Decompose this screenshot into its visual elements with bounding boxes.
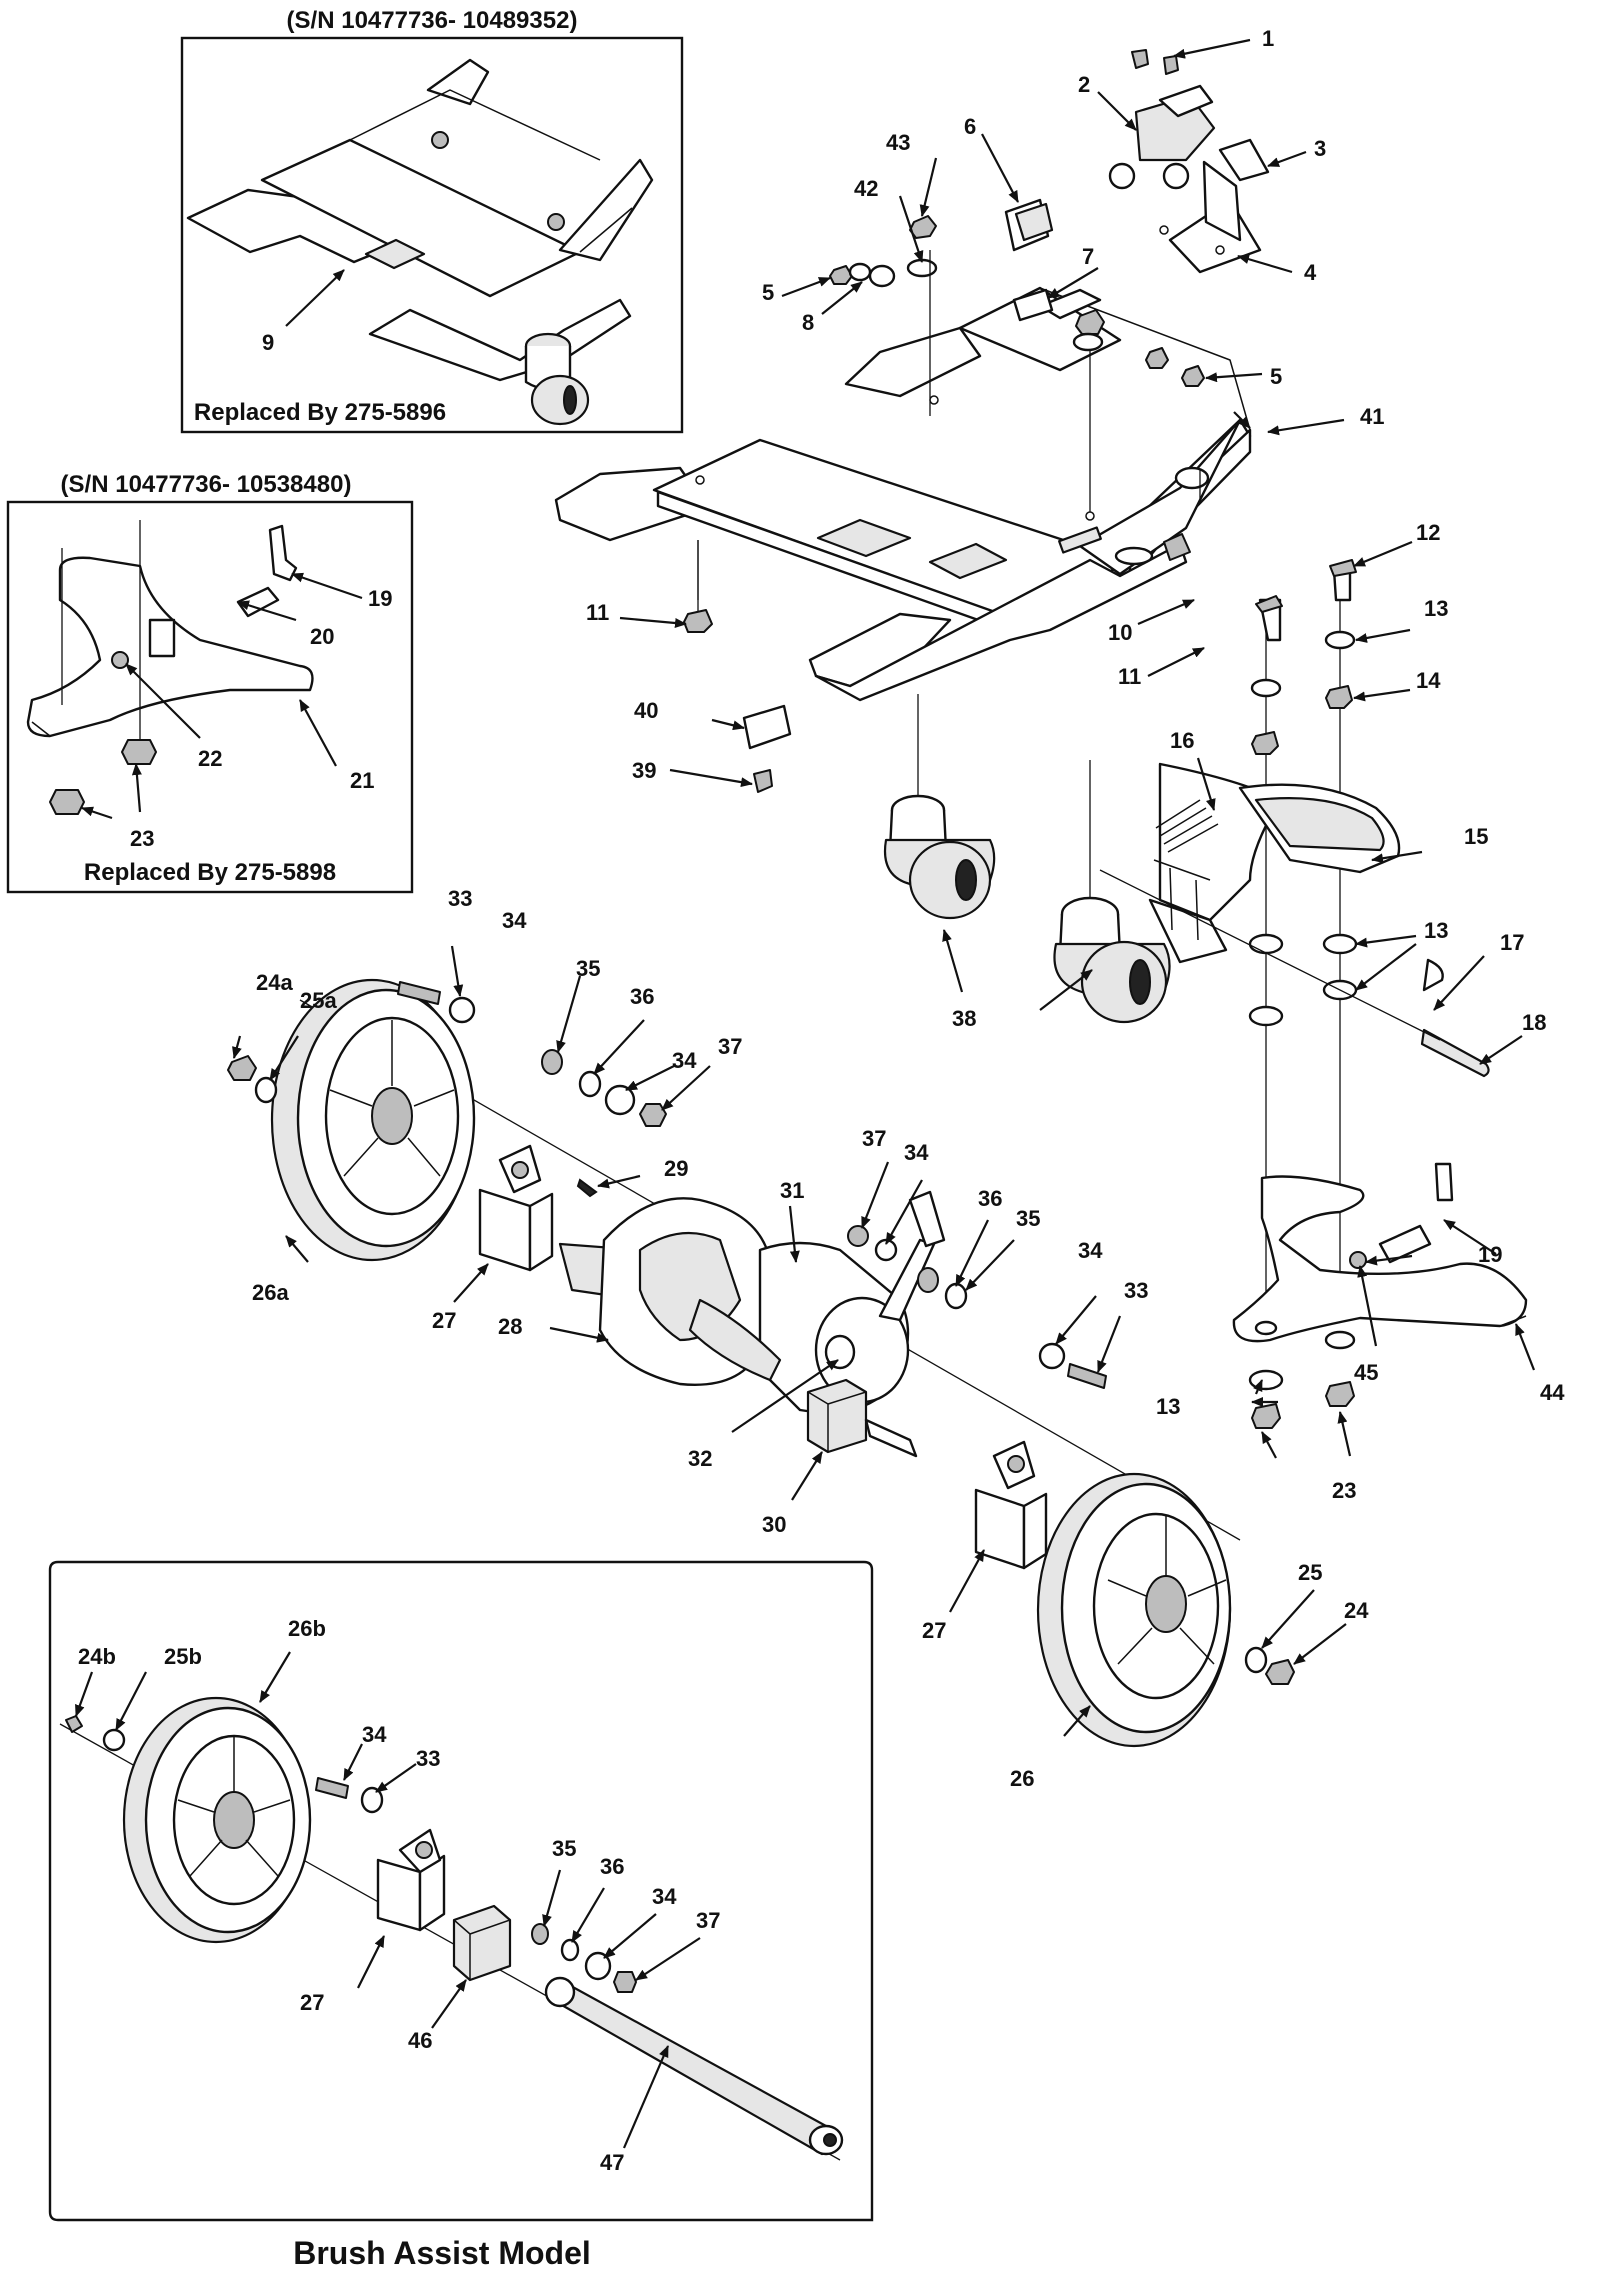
casters [883, 694, 1171, 1024]
callout-26b: 26b [288, 1616, 326, 1641]
callout-16: 16 [1170, 728, 1194, 753]
callout-3: 3 [1314, 136, 1326, 161]
callout-17: 17 [1500, 930, 1524, 955]
callout-9: 9 [262, 330, 274, 355]
inset-upper-footer: Replaced By 275-5896 [194, 399, 446, 426]
callout-34: 34 [362, 1722, 387, 1747]
callout-41: 41 [1360, 404, 1384, 429]
callout-20: 20 [310, 624, 334, 649]
callout-34: 34 [904, 1140, 929, 1165]
callout-36: 36 [630, 984, 654, 1009]
callout-24: 24 [1344, 1598, 1369, 1623]
fasteners-left [683, 540, 792, 793]
callout-26: 26 [1010, 1766, 1034, 1791]
callout-27: 27 [300, 1990, 324, 2015]
callout-42: 42 [854, 176, 878, 201]
callout-6: 6 [964, 114, 976, 139]
callout-27: 27 [432, 1308, 456, 1333]
callout-45: 45 [1354, 1360, 1378, 1385]
callout-8: 8 [802, 310, 814, 335]
callout-28: 28 [498, 1314, 522, 1339]
callout-25: 25 [1298, 1560, 1322, 1585]
callout-40: 40 [634, 698, 658, 723]
inset-upper: (S/N 10477736- 10489352) Replaced By 275… [180, 7, 684, 434]
callout-14: 14 [1416, 668, 1441, 693]
callout-2: 2 [1078, 72, 1090, 97]
callout-38: 38 [952, 1006, 976, 1031]
callout-5: 5 [1270, 364, 1282, 389]
callout-35: 35 [1016, 1206, 1040, 1231]
callout-37: 37 [862, 1126, 886, 1151]
callout-25a: 25a [300, 988, 337, 1013]
callout-31: 31 [780, 1178, 804, 1203]
callout-34: 34 [1078, 1238, 1103, 1263]
inset-lower-footer: Replaced By 275-5898 [84, 859, 336, 886]
solenoid-valve [1108, 49, 1270, 274]
callout-32: 32 [688, 1446, 712, 1471]
callout-7: 7 [1082, 244, 1094, 269]
callout-37: 37 [718, 1034, 742, 1059]
callout-labels: 1 2 3 4 5 5 6 7 8 9 10 11 11 12 13 13 13… [78, 26, 1565, 2175]
callout-29: 29 [664, 1156, 688, 1181]
right-column-parts [1099, 559, 1490, 1300]
callout-4: 4 [1304, 260, 1317, 285]
callout-35: 35 [552, 1836, 576, 1861]
callout-15: 15 [1464, 824, 1488, 849]
callout-33: 33 [448, 886, 472, 911]
caster-plate [1232, 1162, 1528, 1429]
callout-24a: 24a [256, 970, 293, 995]
callout-39: 39 [632, 758, 656, 783]
callout-43: 43 [886, 130, 910, 155]
callout-11: 11 [586, 600, 609, 625]
brush-assist-drawing [59, 1696, 844, 2161]
callout-11: 11 [1118, 664, 1141, 689]
callout-34: 34 [502, 908, 527, 933]
callout-19: 19 [368, 586, 392, 611]
callout-35: 35 [576, 956, 600, 981]
callout-13: 13 [1156, 1394, 1180, 1419]
small-parts-upper [829, 198, 1205, 512]
inset-lower-heading: (S/N 10477736- 10538480) [61, 471, 352, 498]
callout-13: 13 [1424, 918, 1448, 943]
callout-34: 34 [672, 1048, 697, 1073]
frame-assembly-old [186, 58, 654, 426]
callout-44: 44 [1540, 1380, 1565, 1405]
callout-1: 1 [1262, 26, 1274, 51]
callout-33: 33 [416, 1746, 440, 1771]
callout-26a: 26a [252, 1280, 289, 1305]
callout-34: 34 [652, 1884, 677, 1909]
callout-19: 19 [1478, 1242, 1502, 1267]
callout-36: 36 [600, 1854, 624, 1879]
callout-23: 23 [1332, 1478, 1356, 1503]
callout-21: 21 [350, 768, 374, 793]
main-frame [554, 286, 1252, 702]
callout-10: 10 [1108, 620, 1132, 645]
caster-plate-old [26, 520, 314, 815]
transaxle-assembly [227, 978, 1295, 1748]
callout-5: 5 [762, 280, 774, 305]
callout-37: 37 [696, 1908, 720, 1933]
callout-24b: 24b [78, 1644, 116, 1669]
callout-30: 30 [762, 1512, 786, 1537]
inset-lower: (S/N 10477736- 10538480) Replaced By 275… [6, 471, 414, 894]
callout-25b: 25b [164, 1644, 202, 1669]
callout-47: 47 [600, 2150, 624, 2175]
callout-36: 36 [978, 1186, 1002, 1211]
callout-23: 23 [130, 826, 154, 851]
callout-13: 13 [1424, 596, 1448, 621]
callout-33: 33 [1124, 1278, 1148, 1303]
inset-upper-heading: (S/N 10477736- 10489352) [287, 7, 578, 34]
callout-22: 22 [198, 746, 222, 771]
callout-18: 18 [1522, 1010, 1546, 1035]
callout-12: 12 [1416, 520, 1440, 545]
inset-brush: Brush Assist Model [48, 1560, 874, 2271]
callout-27: 27 [922, 1618, 946, 1643]
leader-lines [74, 38, 1536, 2149]
inset-brush-footer: Brush Assist Model [293, 2235, 591, 2271]
callout-46: 46 [408, 2028, 432, 2053]
